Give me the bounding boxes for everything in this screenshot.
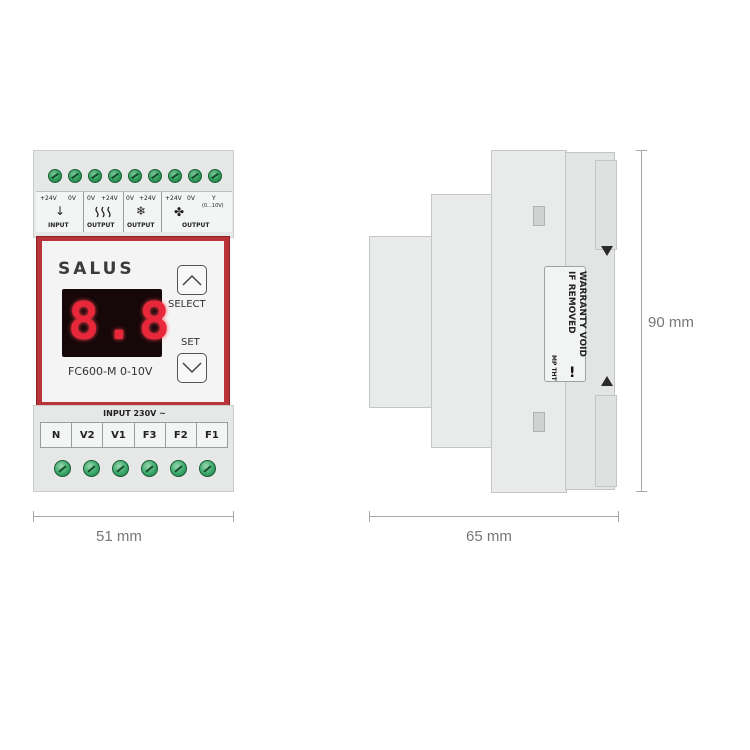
voltage-label: 0V (87, 195, 95, 202)
dimension-tick (33, 511, 34, 522)
voltage-label: 0V (187, 195, 195, 202)
width-dimension-label: 51 mm (96, 528, 142, 545)
front-panel: SALUS 8.8 FC600-M 0-10V SELECT SET (36, 236, 230, 407)
depth-dimension-line (369, 516, 619, 517)
set-label: SET (181, 337, 200, 348)
dimension-tick (636, 150, 647, 151)
voltage-label: +24V (40, 195, 57, 202)
label-input: +24V 0V ↓ INPUT (36, 192, 84, 232)
warranty-sticker: WARRANTY VOID IF REMOVED MP THT ! (544, 266, 587, 382)
chevron-down-icon (182, 362, 202, 374)
top-terminal-block: +24V 0V ↓ INPUT 0V +24V OUTPUT 0V +24V ❄… (33, 150, 234, 238)
display-digits: 8.8 (68, 292, 174, 352)
height-dimension-label: 90 mm (648, 314, 694, 331)
dimension-tick (369, 511, 370, 522)
input-voltage-label: INPUT 230V ~ (103, 409, 166, 418)
top-terminal-labels: +24V 0V ↓ INPUT 0V +24V OUTPUT 0V +24V ❄… (36, 191, 232, 232)
exclamation-icon: ! (569, 365, 576, 381)
brand-name: SALUS (58, 259, 135, 279)
voltage-label: +24V (165, 195, 182, 202)
latch-triangle-icon (601, 246, 613, 256)
latch-triangle-icon (601, 376, 613, 386)
terminal-group-name: OUTPUT (87, 222, 115, 229)
front-panel-face: SALUS 8.8 FC600-M 0-10V SELECT SET (42, 241, 224, 402)
top-screw-row (42, 169, 230, 189)
terminal-screw (199, 460, 216, 477)
warranty-text: WARRANTY VOID IF REMOVED (565, 271, 587, 357)
terminal-group-name: INPUT (48, 222, 69, 229)
terminal-screw (170, 460, 187, 477)
din-clip-bottom (595, 395, 617, 487)
warranty-line-1: WARRANTY VOID (577, 271, 587, 357)
terminal-screw (83, 460, 100, 477)
side-middle-section (431, 194, 493, 448)
led-display: 8.8 (62, 289, 170, 357)
terminal-screw (148, 169, 162, 183)
side-view: WARRANTY VOID IF REMOVED MP THT ! (369, 150, 619, 495)
side-slot (533, 206, 545, 226)
voltage-range-label: (0...10V) (202, 203, 224, 209)
label-heat-output: 0V +24V OUTPUT (84, 192, 124, 232)
model-label: FC600-M 0-10V (68, 365, 153, 378)
arrow-down-icon: ↓ (55, 204, 66, 218)
fan-icon: ✤ (174, 205, 185, 219)
snowflake-icon: ❄ (136, 204, 147, 218)
terminal-screw (108, 169, 122, 183)
terminal-label: F2 (166, 423, 197, 447)
terminal-label: F1 (205, 429, 219, 441)
label-fan-output: +24V 0V Y (0...10V) ✤ OUTPUT (162, 192, 232, 232)
terminal-label: N (41, 423, 73, 447)
bottom-screw-row (52, 460, 222, 480)
voltage-label: 0V (126, 195, 134, 202)
terminal-screw (68, 169, 82, 183)
terminal-screw (112, 460, 129, 477)
front-view: +24V 0V ↓ INPUT 0V +24V OUTPUT 0V +24V ❄… (33, 150, 234, 492)
terminal-group-name: OUTPUT (182, 222, 210, 229)
heat-icon (94, 206, 112, 222)
terminal-screw (88, 169, 102, 183)
terminal-label: F3 (135, 423, 166, 447)
side-front-section (369, 236, 433, 408)
terminal-screw (54, 460, 71, 477)
terminal-label: V2 (72, 423, 104, 447)
warranty-line-2: IF REMOVED (566, 271, 576, 334)
dimension-tick (233, 511, 234, 522)
brand-logo: SALUS (58, 259, 135, 279)
height-dimension-line (641, 150, 642, 492)
terminal-screw (188, 169, 202, 183)
chevron-up-icon (182, 274, 202, 286)
din-clip-top (595, 160, 617, 250)
side-slot (533, 412, 545, 432)
terminal-group-name: OUTPUT (127, 222, 155, 229)
sticker-code: MP THT (550, 355, 557, 381)
terminal-screw (141, 460, 158, 477)
terminal-screw (208, 169, 222, 183)
depth-dimension-label: 65 mm (466, 528, 512, 545)
dimension-tick (618, 511, 619, 522)
width-dimension-line (33, 516, 234, 517)
select-label: SELECT (168, 299, 206, 310)
down-button[interactable] (177, 353, 207, 383)
dimension-tick (636, 491, 647, 492)
voltage-label: Y (212, 195, 216, 202)
label-cool-output: 0V +24V ❄ OUTPUT (124, 192, 162, 232)
voltage-label: +24V (101, 195, 118, 202)
terminal-screw (48, 169, 62, 183)
bottom-terminal-block: INPUT 230V ~ N V2 V1 F3 F2 F1 (33, 405, 234, 492)
voltage-label: +24V (139, 195, 156, 202)
terminal-screw (128, 169, 142, 183)
bottom-terminal-labels: N V2 V1 F3 F2 F1 (40, 422, 228, 448)
terminal-label: V1 (103, 423, 135, 447)
voltage-label: 0V (68, 195, 76, 202)
up-button[interactable] (177, 265, 207, 295)
terminal-screw (168, 169, 182, 183)
